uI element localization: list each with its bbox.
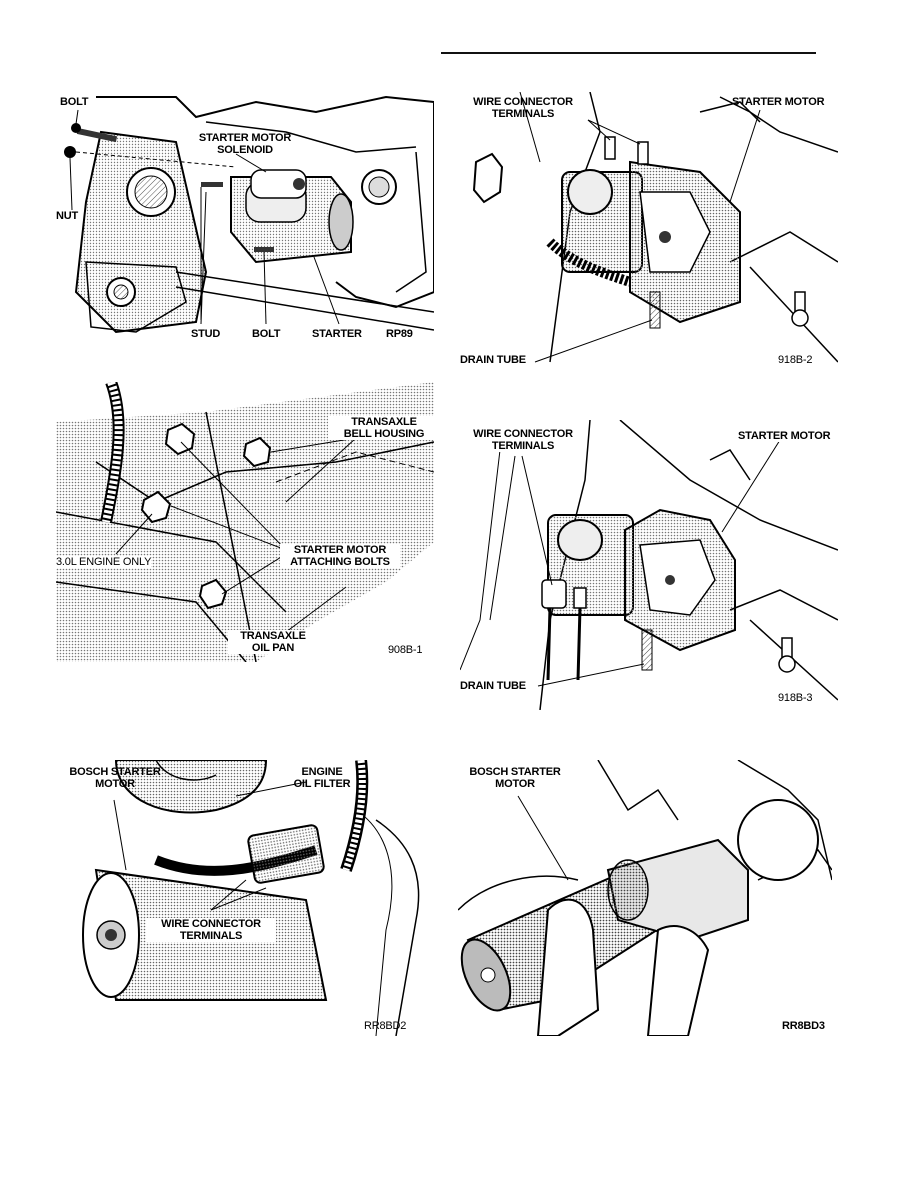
header-rule: [441, 52, 816, 54]
label-starter-motor: STARTER MOTOR: [732, 96, 825, 108]
bosch-starter-removal-illustration: [458, 760, 832, 1036]
figure-code: RP89: [386, 328, 413, 340]
label-drain-tube: DRAIN TUBE: [460, 680, 526, 692]
label-engine-oil-filter: ENGINE OIL FILTER: [293, 766, 351, 790]
label-bolt-top: BOLT: [60, 96, 89, 108]
label-wire-connector-terminals: WIRE CONNECTOR TERMINALS: [146, 918, 276, 942]
label-bolt-bottom: BOLT: [252, 328, 281, 340]
label-bosch-starter-motor: BOSCH STARTER MOTOR: [69, 766, 161, 790]
starter-wire-connector-illustration: [472, 92, 838, 363]
label-starter-motor-attaching-bolts: STARTER MOTOR ATTACHING BOLTS: [280, 544, 400, 568]
label-starter-motor-solenoid: STARTER MOTOR SOLENOID: [198, 132, 292, 156]
bosch-starter-connector-illustration: [82, 760, 420, 1036]
figure-starter-solenoid-rp89: BOLT NUT STARTER MOTOR SOLENOID STUD BOL…: [56, 92, 434, 360]
label-bosch-starter-motor: BOSCH STARTER MOTOR: [460, 766, 570, 790]
figure-code: RR8BD3: [782, 1020, 825, 1032]
figure-wire-connector-918b3: WIRE CONNECTOR TERMINALS STARTER MOTOR D…: [460, 420, 838, 710]
figure-code: 918B-3: [778, 692, 813, 704]
figure-code: RR8BD2: [364, 1020, 407, 1032]
starter-installation-illustration: [64, 95, 434, 334]
figure-attaching-bolts-908b1: TRANSAXLE BELL HOUSING 3.0L ENGINE ONLY …: [56, 382, 434, 662]
label-transaxle-bell-housing: TRANSAXLE BELL HOUSING: [328, 416, 434, 440]
figure-bosch-starter-rr8bd3: BOSCH STARTER MOTOR RR8BD3: [458, 760, 832, 1036]
starter-wire-connector-alt-illustration: [460, 420, 838, 710]
label-3-0l-engine-only: 3.0L ENGINE ONLY: [56, 556, 152, 568]
figure-code: 908B-1: [388, 644, 423, 656]
figure-wire-connector-918b2: WIRE CONNECTOR TERMINALS STARTER MOTOR D…: [460, 92, 838, 368]
label-starter: STARTER: [312, 328, 362, 340]
label-drain-tube: DRAIN TUBE: [460, 354, 526, 366]
label-nut: NUT: [56, 210, 79, 222]
label-wire-connector-terminals: WIRE CONNECTOR TERMINALS: [460, 428, 586, 452]
label-starter-motor: STARTER MOTOR: [738, 430, 831, 442]
figure-bosch-starter-rr8bd2: BOSCH STARTER MOTOR ENGINE OIL FILTER WI…: [56, 760, 432, 1036]
attaching-bolts-illustration: [56, 382, 434, 662]
label-stud: STUD: [191, 328, 221, 340]
label-transaxle-oil-pan: TRANSAXLE OIL PAN: [228, 630, 318, 654]
figure-code: 918B-2: [778, 354, 813, 366]
label-wire-connector-terminals: WIRE CONNECTOR TERMINALS: [473, 96, 573, 120]
